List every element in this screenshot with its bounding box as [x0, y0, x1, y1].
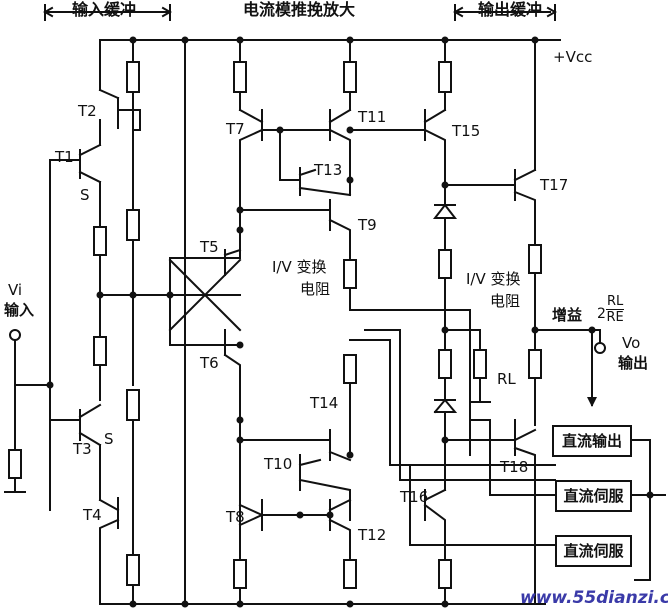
dc-servo-box-2: 直流伺服 — [555, 535, 632, 567]
label-rl: RL — [497, 370, 516, 388]
watermark: www.55dianzi.com — [520, 588, 668, 608]
label-t2: T2 — [78, 102, 97, 120]
dc-servo-box-1: 直流伺服 — [555, 480, 632, 512]
gain-coef: 2 — [597, 306, 606, 322]
label-s1: S — [80, 186, 90, 204]
gain-fraction: RL RE — [606, 294, 625, 325]
label-t13: T13 — [314, 161, 343, 179]
label-t5: T5 — [200, 238, 219, 256]
dc-output-box: 直流输出 — [552, 425, 632, 457]
iv-right-line1: I/V 变换 — [466, 270, 521, 288]
header-output-buffer: 输出缓冲 — [478, 0, 543, 19]
gain-label: 增益 — [552, 306, 583, 324]
supply-label: +Vcc — [553, 48, 593, 66]
input-vi-label: Vi — [8, 281, 23, 299]
label-t6: T6 — [200, 354, 219, 372]
input-label: 输入 — [4, 301, 35, 319]
output-label: 输出 — [618, 354, 649, 372]
label-t14: T14 — [310, 394, 339, 412]
iv-right-line2: 电阻 — [490, 292, 521, 310]
label-t11: T11 — [358, 108, 387, 126]
label-s3: S — [104, 430, 114, 448]
gain-denominator: RE — [606, 310, 624, 325]
label-t7: T7 — [226, 120, 245, 138]
iv-left-line1: I/V 变换 — [272, 258, 327, 276]
header-current-push-pull: 电流模推挽放大 — [243, 0, 356, 19]
label-t8: T8 — [226, 508, 245, 526]
label-t9: T9 — [358, 216, 377, 234]
label-t15: T15 — [452, 122, 481, 140]
iv-left-line2: 电阻 — [300, 280, 331, 298]
header-input-buffer: 输入缓冲 — [72, 0, 137, 19]
label-t4: T4 — [83, 506, 102, 524]
label-t12: T12 — [358, 526, 387, 544]
label-t17: T17 — [540, 176, 569, 194]
output-vo-label: Vo — [622, 334, 641, 352]
label-t18: T18 — [500, 458, 529, 476]
label-t16: T16 — [400, 488, 429, 506]
gain-numerator: RL — [606, 294, 625, 310]
label-t1: T1 — [55, 148, 74, 166]
label-t10: T10 — [264, 455, 293, 473]
label-t3: T3 — [73, 440, 92, 458]
